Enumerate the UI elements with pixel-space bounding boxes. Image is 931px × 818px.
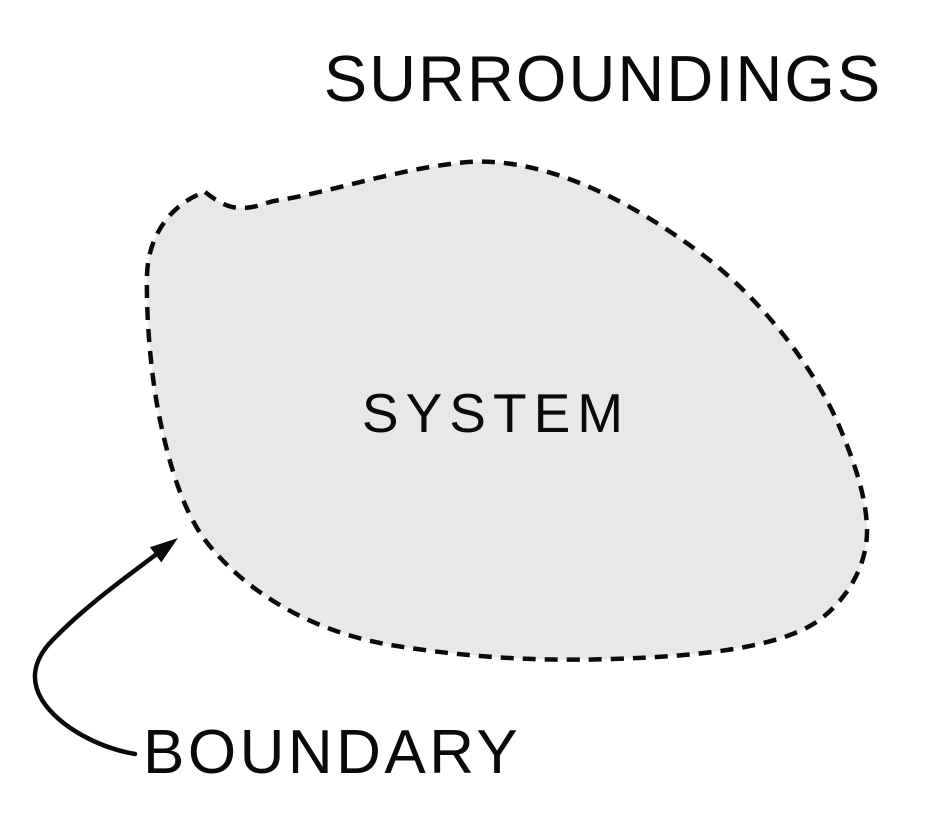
system-label: SYSTEM bbox=[361, 382, 631, 444]
boundary-label: BOUNDARY bbox=[143, 718, 522, 787]
boundary-arrowhead-icon bbox=[149, 538, 178, 563]
surroundings-label: SURROUNDINGS bbox=[323, 42, 883, 115]
system-region-shape bbox=[144, 159, 870, 662]
boundary-arrow-shaft bbox=[32, 550, 161, 757]
